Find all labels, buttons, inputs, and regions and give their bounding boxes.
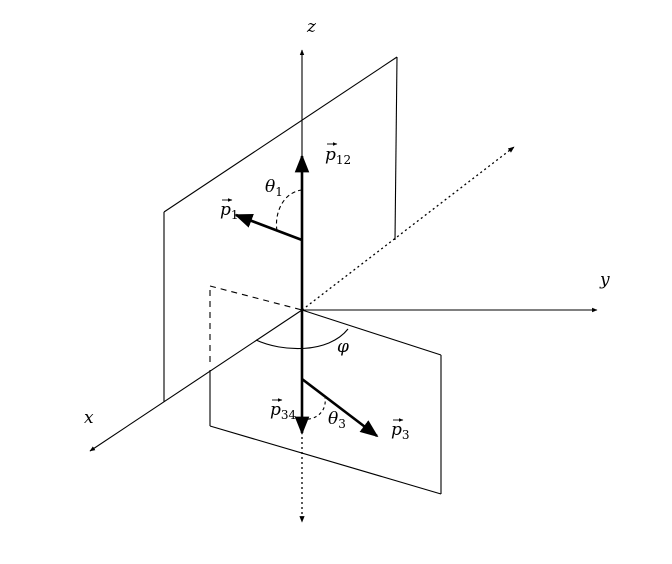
lower-plane bbox=[209, 285, 442, 495]
vec-sub-p1: 1 bbox=[231, 208, 239, 222]
phi-arc bbox=[255, 328, 349, 350]
svg-text:p1: p1 bbox=[220, 200, 239, 222]
x-axis-dotted bbox=[301, 146, 515, 311]
label-p1: p1 bbox=[220, 198, 239, 222]
svg-text:p3: p3 bbox=[391, 420, 410, 442]
vec-base-p34: p bbox=[270, 400, 281, 420]
axis-label-x: x bbox=[84, 408, 94, 428]
upper-plane bbox=[163, 56, 398, 402]
vector-p1 bbox=[234, 213, 303, 242]
vec-base-p1: p bbox=[220, 200, 231, 220]
label-p3: p3 bbox=[391, 418, 410, 442]
vec-sub-p12: 12 bbox=[336, 153, 351, 167]
axis-label-y: y bbox=[599, 270, 610, 290]
angle-arcs bbox=[255, 189, 349, 420]
label-theta3: θ3 bbox=[328, 409, 346, 431]
axis-label-z: z bbox=[306, 17, 317, 37]
label-phi: φ bbox=[337, 337, 349, 357]
svg-text:p12: p12 bbox=[325, 145, 351, 167]
vec-sub-p3: 3 bbox=[402, 428, 410, 442]
label-p34: p34 bbox=[270, 398, 297, 422]
vectors bbox=[234, 154, 379, 438]
label-theta1: θ1 bbox=[265, 177, 283, 199]
vec-base-p12: p bbox=[325, 145, 336, 165]
vec-base-p3: p bbox=[391, 420, 402, 440]
axes bbox=[89, 49, 598, 523]
label-p12: p12 bbox=[325, 142, 351, 167]
svg-text:p34: p34 bbox=[270, 400, 297, 422]
vec-sub-p34: 34 bbox=[281, 408, 297, 422]
vector-p3 bbox=[301, 377, 379, 438]
x-axis bbox=[89, 309, 303, 452]
theta3-arc bbox=[301, 397, 326, 420]
